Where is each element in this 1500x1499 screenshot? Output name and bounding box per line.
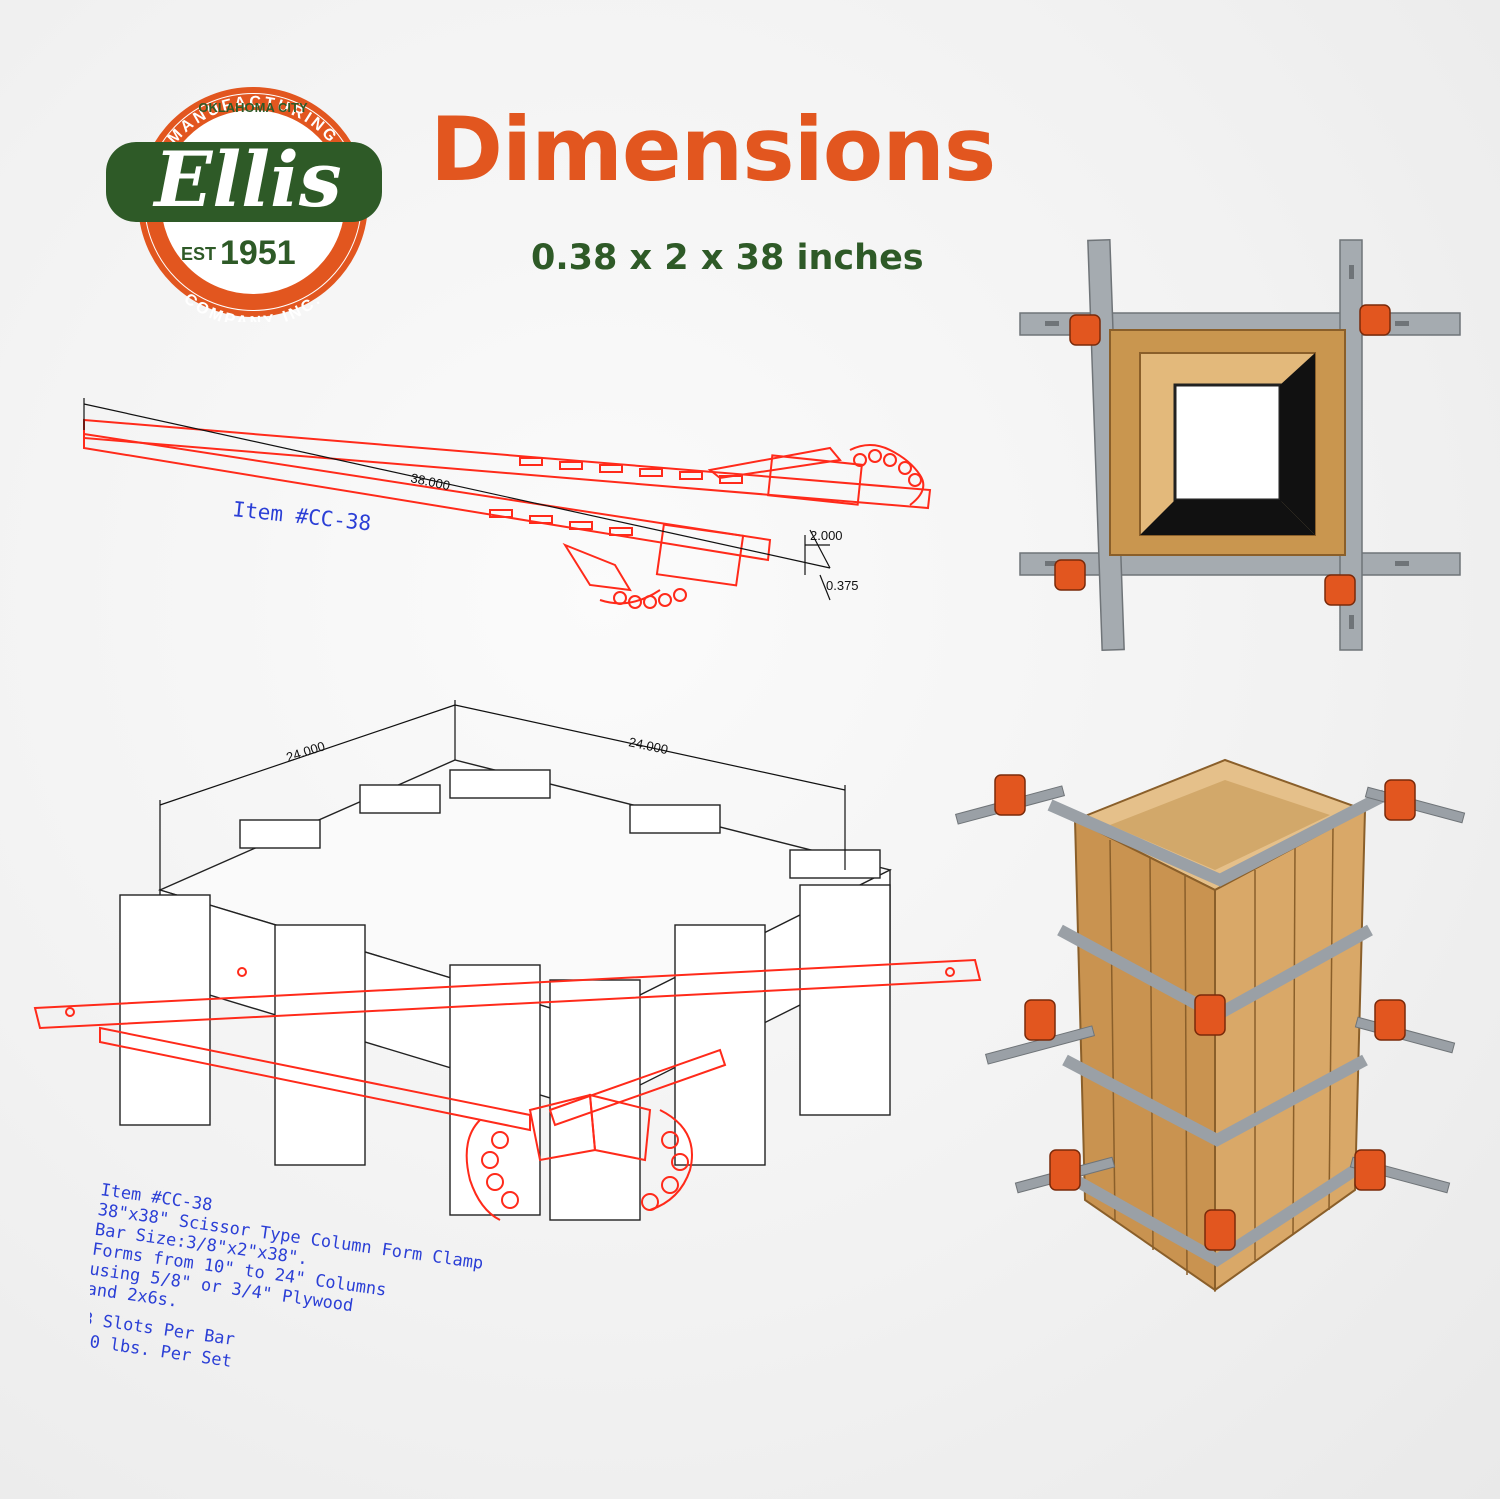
clamp-item-label: Item #CC-38 xyxy=(231,497,372,535)
top-view-render xyxy=(1019,238,1461,652)
lower-bar-slots xyxy=(489,509,633,536)
orange-clamp-heads xyxy=(1054,304,1391,606)
logo-est: EST xyxy=(181,244,216,264)
bar-slots xyxy=(1045,265,1409,629)
lower-clamp-head xyxy=(562,523,745,609)
column-render xyxy=(955,758,1466,1292)
thickness-dimension: 0.375 xyxy=(826,578,859,593)
red-clamp-assembly xyxy=(33,958,982,1221)
logo-banner xyxy=(106,142,382,222)
form-dimension-lines xyxy=(159,700,846,890)
clamp-dimension-lines xyxy=(83,398,831,601)
spec-notes: Item #CC-38 38"x38" Scissor Type Column … xyxy=(90,1180,484,1372)
logo-brand: Ellis xyxy=(152,135,341,224)
ellis-logo: MANUFACTURING COMPANY INC. OKLAHOMA CITY… xyxy=(106,87,382,322)
column-form-cad-drawing: 24.000 24.000 xyxy=(33,700,982,1221)
width-dimension: 2.000 xyxy=(810,528,843,543)
clamp-cad-drawing: 38.000 2.000 0.375 Item #CC-38 xyxy=(83,398,932,609)
upper-bar-slots xyxy=(519,457,743,484)
lower-clamp-bar xyxy=(83,432,772,562)
upper-clamp-bar xyxy=(83,418,932,510)
headline: Dimensions xyxy=(430,98,996,201)
depth-dimension: 24.000 xyxy=(284,738,326,765)
width-dimension-form: 24.000 xyxy=(627,734,669,757)
length-dimension: 38.000 xyxy=(409,470,451,493)
dimensions-subheadline: 0.38 x 2 x 38 inches xyxy=(531,238,924,278)
column-studs xyxy=(1109,827,1334,1276)
logo-year: 1951 xyxy=(220,234,296,272)
column-orange-clamps xyxy=(994,774,1416,1251)
column-opening xyxy=(1173,383,1282,502)
logo-city: OKLAHOMA CITY xyxy=(198,100,308,115)
upper-clamp-head xyxy=(707,444,925,506)
